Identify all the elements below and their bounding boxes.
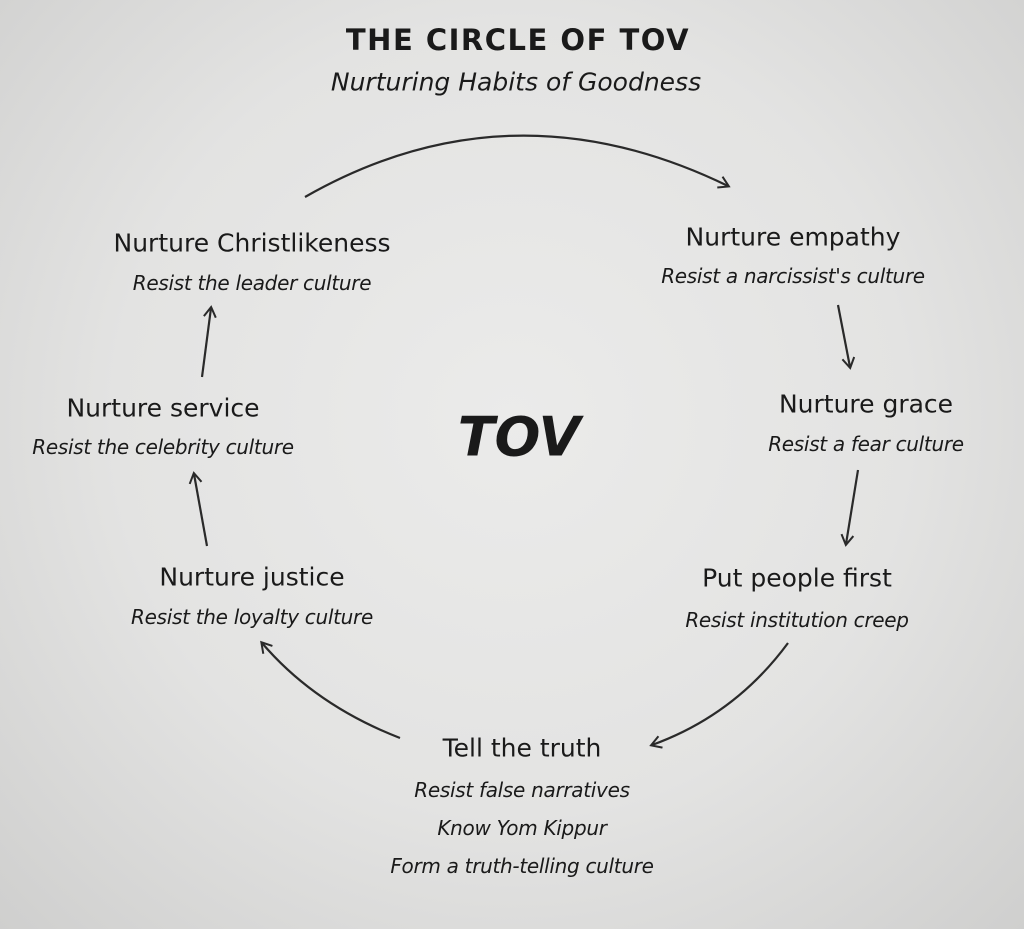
node-justice-sub: Resist the loyalty culture: [131, 605, 373, 629]
node-people-first: Put people first: [702, 563, 892, 593]
diagram-title: THE CIRCLE OF TOV: [345, 23, 691, 57]
node-truth-sub-3: Form a truth-telling culture: [390, 854, 654, 878]
node-christlikeness: Nurture Christlikeness: [113, 228, 391, 258]
node-justice: Nurture justice: [159, 562, 345, 592]
node-service-sub: Resist the celebrity culture: [32, 435, 294, 459]
node-grace: Nurture grace: [778, 389, 954, 419]
node-empathy-sub: Resist a narcissist's culture: [661, 264, 925, 288]
arrow-people-to-truth: [649, 642, 789, 749]
node-grace-sub: Resist a fear culture: [768, 432, 964, 456]
arrow-grace-to-people: [840, 469, 860, 547]
node-christlikeness-sub: Resist the leader culture: [132, 271, 372, 295]
center-label: TOV: [457, 405, 581, 469]
node-truth-sub-1: Resist false narratives: [414, 778, 630, 802]
arrow-empathy-to-grace: [836, 304, 856, 370]
node-truth-sub-2: Know Yom Kippur: [437, 816, 607, 840]
arrow-justice-to-service: [188, 471, 209, 547]
node-empathy: Nurture empathy: [685, 222, 901, 252]
node-truth: Tell the truth: [442, 733, 602, 763]
arrow-christlikeness-to-empathy: [304, 134, 731, 198]
arrow-truth-to-justice: [260, 640, 401, 740]
diagram-subtitle: Nurturing Habits of Goodness: [330, 67, 702, 97]
node-people-first-sub: Resist institution creep: [685, 608, 909, 632]
node-service: Nurture service: [66, 393, 260, 423]
arrow-service-to-christlikeness: [200, 305, 217, 378]
